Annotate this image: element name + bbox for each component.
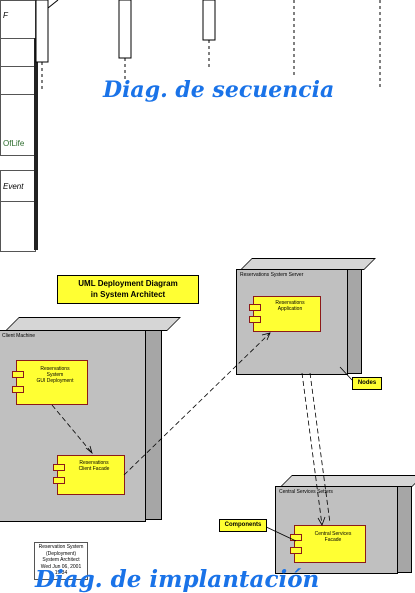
component-reservations-application: Reservations Application — [249, 296, 321, 332]
component-app-line2: Application — [277, 306, 303, 312]
node-title-server: Reservations System Server — [240, 272, 304, 278]
sequence-lifelines — [34, 0, 381, 250]
callout-nodes: Nodes — [352, 377, 382, 390]
component-gui-line1: Reservations — [40, 366, 70, 372]
component-facade-line1: Reservations — [79, 460, 109, 466]
diagram-info-box: Reservation System (Deployment) System A… — [34, 542, 88, 580]
callout-components: Components — [219, 519, 267, 532]
info-line4: Wed Jun 06, 2001 — [40, 563, 82, 570]
dependency-facade-to-app — [123, 332, 271, 476]
info-line1: Reservation System — [38, 544, 84, 550]
deployment-diagram: UML Deployment Diagram in System Archite… — [0, 255, 415, 593]
dependency-gui-to-facade — [51, 404, 93, 454]
component-client-facade: Reservations Client Facade — [53, 455, 125, 495]
component-central-services-facade: Central Services Facade — [290, 525, 366, 563]
node-title-central: Central Services Setters — [279, 489, 333, 495]
node-title-client: Client Machine — [2, 333, 36, 339]
component-central-line2: Facade — [324, 537, 342, 543]
sequence-caption: Diag. de secuencia — [103, 77, 335, 103]
dependency-arrows — [51, 332, 353, 542]
deployment-caption: Diag. de implantación — [35, 566, 320, 593]
class-box-top: F — [0, 0, 36, 40]
component-gui-deployment: Reservations System GUI Deployment — [12, 360, 88, 405]
class-label-event: Event — [3, 182, 24, 191]
info-line3: System Architect — [42, 557, 80, 563]
info-line2: (Deployment) — [45, 550, 76, 557]
component-gui-line3: GUI Deployment — [36, 378, 74, 384]
class-label-oflife: OfLife — [3, 139, 25, 148]
component-central-line1: Central Services — [314, 531, 352, 537]
component-facade-line2: Client Facade — [78, 466, 110, 472]
deployment-title-box: UML Deployment Diagram in System Archite… — [57, 275, 199, 304]
deployment-title-line2: in System Architect — [90, 290, 166, 299]
info-line5: 19:34 — [54, 570, 68, 576]
component-gui-line2: System — [46, 372, 64, 378]
deployment-title-line1: UML Deployment Diagram — [78, 279, 178, 288]
component-app-line1: Reservations — [275, 300, 305, 306]
class-box-4: OfLife — [0, 94, 36, 156]
class-label-top: F — [3, 11, 8, 20]
dependency-server-to-central — [301, 372, 323, 526]
